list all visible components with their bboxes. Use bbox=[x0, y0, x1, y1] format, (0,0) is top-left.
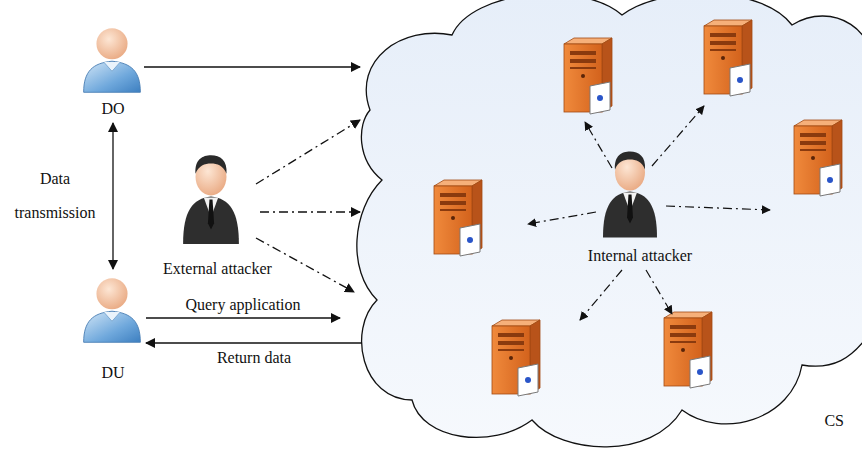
person-icons bbox=[84, 28, 657, 342]
flow-arrow bbox=[112, 123, 113, 269]
flow-arrow bbox=[146, 342, 362, 343]
data-owner-icon bbox=[84, 28, 141, 92]
internal-attack-arrows bbox=[528, 106, 770, 320]
external-attacker: External attacker bbox=[140, 148, 295, 280]
node-label: Internal attacker bbox=[588, 247, 692, 265]
data-user-icon bbox=[84, 278, 141, 342]
edge-label: Query application bbox=[183, 296, 302, 314]
attack-arrow bbox=[256, 120, 360, 184]
flow-arrow bbox=[144, 66, 360, 67]
flow-arrow bbox=[146, 317, 340, 318]
internal-attacker-icon bbox=[603, 152, 657, 238]
external-attacker-icon bbox=[183, 155, 239, 244]
server-icons bbox=[434, 20, 842, 396]
node-label: DU bbox=[101, 364, 124, 382]
edge-label: Return data bbox=[215, 349, 293, 367]
cloud-outline bbox=[357, 0, 862, 447]
node-label: CS bbox=[824, 412, 844, 430]
data-user: DU bbox=[82, 272, 144, 384]
node-label: External attacker bbox=[163, 260, 272, 278]
internal-attacker: Internal attacker bbox=[565, 143, 715, 267]
edge-label: Data transmission bbox=[5, 162, 105, 229]
attack-arrow bbox=[260, 211, 360, 212]
node-label: DO bbox=[101, 100, 124, 118]
data-owner: DO bbox=[82, 22, 144, 120]
cloud-server: CS Internal attacker bbox=[362, 0, 862, 450]
